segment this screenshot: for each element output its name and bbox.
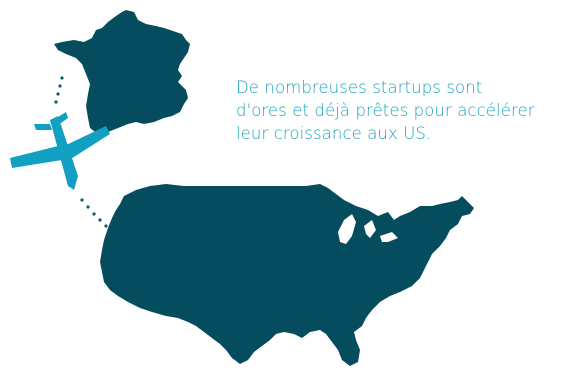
caption-line-1: De nombreuses startups sont — [236, 78, 483, 97]
caption-line-2: d'ores et déjà prêtes pour accélérer — [236, 101, 535, 120]
caption-text: De nombreuses startups sont d'ores et dé… — [236, 76, 566, 145]
route-dots-bottom — [80, 198, 108, 228]
usa-map-icon — [100, 184, 474, 366]
caption-line-3: leur croissance aux US. — [236, 124, 432, 143]
route-dots-top — [54, 76, 64, 104]
great-lakes — [338, 214, 398, 244]
france-map-icon — [54, 10, 190, 134]
airplane-icon — [10, 112, 110, 190]
